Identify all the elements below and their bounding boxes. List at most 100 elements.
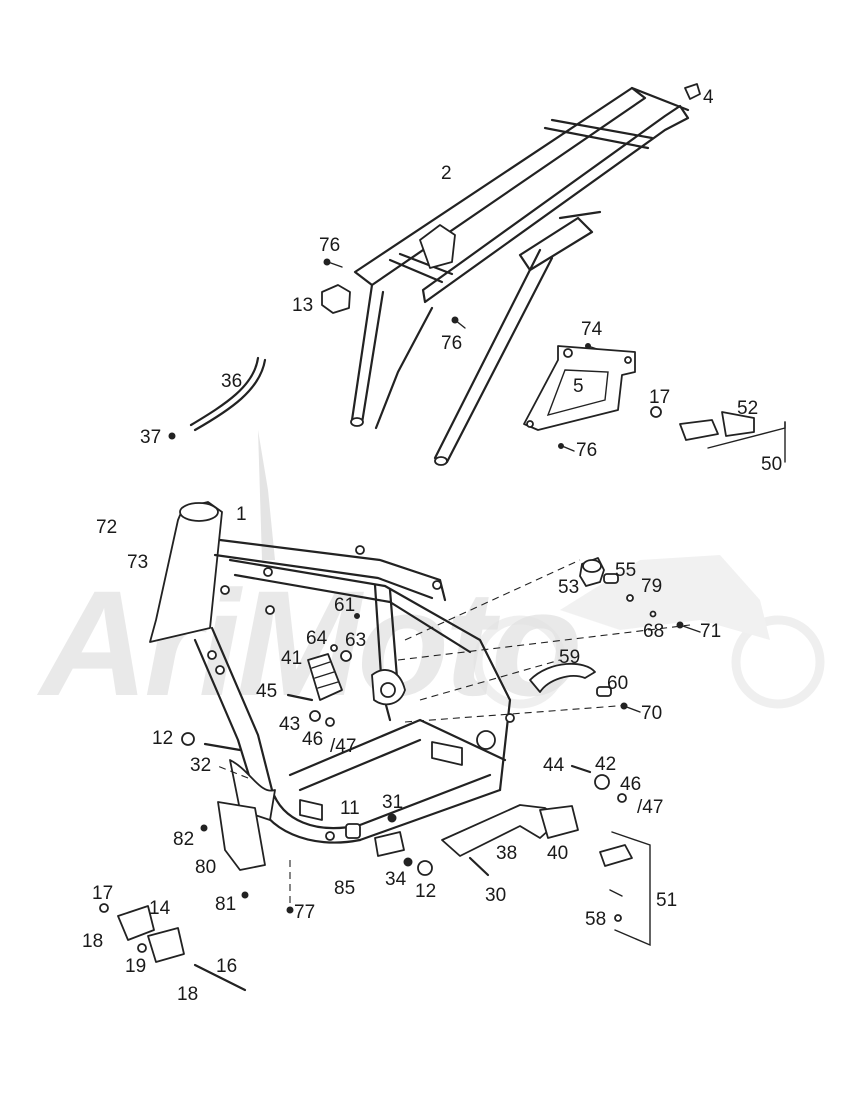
callout-30: 30	[485, 885, 506, 906]
callout-76: 76	[441, 333, 462, 354]
callout-47: /47	[330, 736, 356, 757]
callout-18: 18	[177, 984, 198, 1005]
part-36-hose	[189, 356, 267, 432]
callout-81: 81	[215, 894, 236, 915]
callout-18: 18	[82, 931, 103, 952]
callout-64: 64	[306, 628, 328, 649]
part-64-washer	[330, 644, 338, 652]
part-71-bolt	[676, 621, 701, 633]
callout-82: 82	[173, 829, 194, 850]
part-32-bolt	[203, 742, 242, 752]
callout-38: 38	[496, 843, 517, 864]
part-42-spring	[594, 774, 610, 790]
callout-46: 46	[302, 729, 323, 750]
part-4-clip	[684, 83, 701, 100]
part-74-screw	[585, 343, 598, 350]
part-11-bushing	[345, 823, 361, 839]
callout-52: 52	[737, 398, 758, 419]
callout-50: 50	[761, 454, 782, 475]
callout-5: 5	[573, 376, 584, 397]
callout-85: 85	[334, 878, 355, 899]
callout-12: 12	[152, 728, 173, 749]
part-68-washer	[649, 610, 657, 618]
rear-subframe	[350, 86, 690, 466]
callout-79: 79	[641, 576, 662, 597]
callout-45: 45	[256, 681, 277, 702]
parts-14-19-brackets	[99, 903, 247, 992]
callout-13: 13	[292, 295, 313, 316]
part-31-nut	[387, 813, 397, 823]
callout-76: 76	[576, 440, 597, 461]
part-44-pin	[570, 764, 592, 774]
part-30-bolt	[468, 856, 490, 877]
part-79-washer	[626, 594, 634, 602]
part-53-bushing	[579, 557, 605, 587]
callout-17: 17	[92, 883, 113, 904]
callout-42: 42	[595, 754, 616, 775]
callout-31: 31	[382, 792, 403, 813]
part-45-pin	[286, 693, 314, 702]
callout-37: 37	[140, 427, 161, 448]
callout-43: 43	[279, 714, 300, 735]
part-46-washer-a	[325, 717, 335, 727]
callout-73: 73	[127, 552, 148, 573]
part-38-40-footpeg	[441, 804, 579, 857]
callout-34: 34	[385, 869, 407, 890]
callout-14: 14	[149, 898, 171, 919]
callout-1: 1	[236, 504, 247, 525]
callout-16: 16	[216, 956, 237, 977]
part-12-bushing-a	[181, 732, 195, 746]
callouts: 4 2 76 13 76 74 5 17 52 50 76 36 37 1 72…	[82, 87, 782, 1005]
callout-63: 63	[345, 630, 366, 651]
callout-19: 19	[125, 956, 146, 977]
watermark-spire	[258, 430, 275, 560]
callout-40: 40	[547, 843, 568, 864]
callout-41: 41	[281, 648, 302, 669]
part-5-bracket	[523, 345, 636, 431]
callout-55: 55	[615, 560, 636, 581]
part-51-footpeg-rubber	[599, 831, 651, 947]
part-70-bolt	[620, 702, 641, 713]
callout-59: 59	[559, 647, 580, 668]
part-37-clip	[168, 432, 176, 440]
watermark: AriMoto	[36, 430, 825, 727]
callout-2: 2	[441, 163, 452, 184]
part-13-block	[321, 284, 351, 314]
part-59-shield	[529, 662, 596, 693]
part-61-washer	[354, 613, 360, 619]
callout-71: 71	[700, 621, 721, 642]
callout-51: 51	[656, 890, 677, 911]
callout-68: 68	[643, 621, 664, 642]
callout-72: 72	[96, 517, 117, 538]
part-81-screw	[241, 891, 249, 899]
callout-80: 80	[195, 857, 216, 878]
callout-77: 77	[294, 902, 315, 923]
callout-53: 53	[558, 577, 579, 598]
assembly-guides	[214, 559, 691, 905]
part-63-nut	[340, 650, 352, 662]
part-80-guard	[217, 801, 266, 871]
callout-60: 60	[607, 673, 628, 694]
part-60-sleeve	[596, 686, 612, 697]
callout-61: 61	[334, 595, 355, 616]
main-frame	[149, 501, 515, 857]
callout-32: 32	[190, 755, 211, 776]
part-76-screw-c	[558, 443, 575, 452]
part-17-nut-a	[650, 406, 662, 418]
callout-70: 70	[641, 703, 662, 724]
callout-58: 58	[585, 909, 606, 930]
callout-47: /47	[637, 797, 663, 818]
callout-4: 4	[703, 87, 714, 108]
part-77-screw	[286, 906, 294, 914]
callout-17: 17	[649, 387, 670, 408]
callout-46: 46	[620, 774, 641, 795]
part-34-nut	[403, 857, 413, 867]
callout-11: 11	[340, 798, 360, 819]
callout-44: 44	[543, 755, 565, 776]
callout-36: 36	[221, 371, 242, 392]
part-52-cap	[721, 411, 755, 437]
part-43-spring	[309, 710, 321, 722]
part-76-screw-a	[323, 258, 343, 268]
part-55-sleeve	[603, 573, 619, 584]
